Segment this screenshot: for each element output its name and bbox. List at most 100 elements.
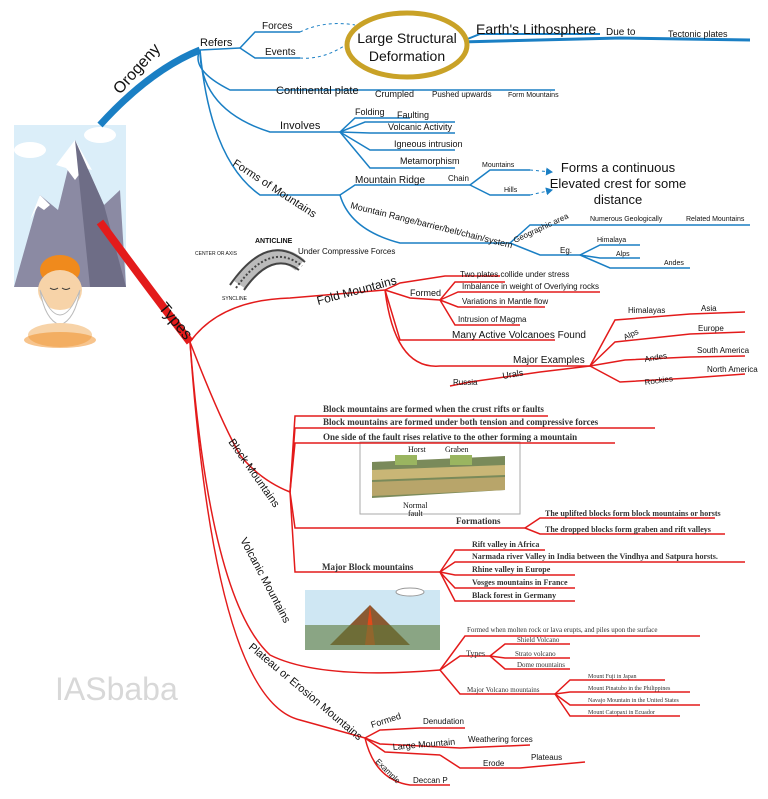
plateau-formed-label: Formed (370, 711, 403, 730)
volcano-major-4: Mount Catopaxi in Ecuador (588, 710, 655, 716)
north-america-label: North America (707, 365, 758, 374)
types-label: Types (155, 300, 195, 344)
central-topic-line1: Large Structural (357, 30, 457, 46)
events-label: Events (265, 47, 296, 58)
volcano-major-1: Mount Fuji in Japan (588, 674, 637, 680)
andes-label: Andes (664, 260, 684, 267)
volcanic-formed: Formed when molten rock or lava erupts, … (467, 626, 658, 634)
types-trunk (96, 219, 194, 345)
mountain-illustration (14, 125, 126, 287)
block-major-5: Black forest in Germany (472, 591, 556, 600)
lithosphere-label: Earth's Lithosphere (476, 21, 596, 37)
crumpled-label: Crumpled (375, 89, 414, 99)
volcano-major-3: Navajo Mountain in the United States (588, 698, 679, 704)
block-mountains-label: Block Mountains (226, 437, 282, 510)
plateaus-label: Plateaus (531, 753, 562, 762)
pushed-label: Pushed upwards (432, 90, 492, 99)
graben-label: Graben (445, 445, 469, 454)
example-label: Example (374, 757, 403, 786)
rockies-label: Rockies (644, 374, 673, 387)
horst-label: Horst (408, 445, 427, 454)
metamorphism-label: Metamorphism (400, 156, 460, 166)
himalaya-label: Himalaya (597, 237, 626, 244)
watermark: IASbaba (55, 671, 178, 707)
horst-graben-image: Horst Graben Normal fault (359, 441, 521, 518)
block-major-4: Vosges mountains in France (472, 578, 568, 587)
refers-label: Refers (200, 37, 233, 49)
fold-formed-1: Two plates collide under stress (460, 270, 569, 279)
asia-label: Asia (701, 304, 717, 313)
crest-line2: Elevated crest for some (550, 176, 687, 191)
tectonic-label: Tectonic plates (668, 29, 728, 39)
involves-label: Involves (280, 120, 321, 132)
volcano-type-3: Dome mountains (517, 661, 565, 669)
formation-1: The uplifted blocks form block mountains… (545, 509, 721, 518)
form-mountains-label: Form Mountains (508, 92, 559, 99)
europe-label: Europe (698, 324, 724, 333)
himalayas-label: Himalayas (628, 306, 665, 315)
urals-label: Urals (502, 367, 525, 381)
major-volcano-label: Major Volcano mountains (467, 686, 540, 694)
fold-formed-label: Formed (410, 288, 441, 298)
center-axis-label: CENTER OR AXIS (195, 251, 238, 257)
fault-label: fault (408, 509, 423, 518)
mountain-ridge-label: Mountain Ridge (355, 175, 425, 186)
volcanic-types-label: Types (466, 649, 485, 658)
normal-label: Normal (403, 501, 428, 510)
folding-label: Folding (355, 107, 385, 117)
central-topic-ring (344, 10, 470, 80)
fold-formed-2: Imbalance in weight of Overlying rocks (462, 282, 599, 291)
volcanic-mountains-label: Volcanic Mountains (237, 536, 292, 626)
large-mountain-label: Large Mountain (392, 737, 455, 752)
weathering-label: Weathering forces (468, 735, 533, 744)
igneous-label: Igneous intrusion (394, 139, 463, 149)
deccan-label: Deccan P (413, 776, 448, 785)
central-topic-line2: Deformation (369, 48, 445, 64)
block-major-1: Rift valley in Africa (472, 540, 539, 549)
many-volcanoes-label: Many Active Volcanoes Found (452, 330, 586, 341)
major-block-label: Major Block mountains (322, 562, 414, 572)
chain-label: Chain (448, 174, 469, 183)
volcano-type-1: Shield Volcano (517, 636, 560, 644)
crest-line3: distance (594, 192, 642, 207)
forms-of-mountains-label: Forms of Mountains (230, 157, 318, 220)
orogeny-trunk (97, 46, 202, 128)
sage-illustration (24, 255, 96, 348)
block-desc-2: Block mountains are formed under both te… (323, 417, 599, 427)
fold-formed-3: Variations in Mantle flow (462, 297, 548, 306)
block-major-3: Rhine valley in Europe (472, 565, 551, 574)
numerous-label: Numerous Geologically (590, 216, 663, 223)
related-label: Related Mountains (686, 216, 745, 223)
continental-label: Continental plate (276, 85, 359, 97)
geographic-label: Geographic area (512, 211, 570, 245)
hills-label: Hills (504, 187, 518, 194)
due-to-label: Due to (606, 27, 636, 38)
mountains-sub-label: Mountains (482, 162, 515, 169)
denudation-label: Denudation (423, 717, 464, 726)
volcano-type-2: Strato volcano (515, 650, 556, 658)
russia-label: Russia (453, 378, 478, 387)
formation-2: The dropped blocks form graben and rift … (545, 525, 711, 534)
south-america-label: South America (697, 346, 750, 355)
under-compressive-label: Under Compressive Forces (298, 247, 395, 256)
formations-label: Formations (456, 516, 501, 526)
anticline-image: ANTICLINE CENTER OR AXIS SYNCLINE (195, 238, 306, 302)
anticline-label: ANTICLINE (255, 238, 293, 245)
block-desc-1: Block mountains are formed when the crus… (323, 404, 544, 414)
volcanic-activity-label: Volcanic Activity (388, 122, 453, 132)
crest-line1: Forms a continuous (561, 160, 676, 175)
erode-label: Erode (483, 759, 505, 768)
volcano-image (305, 587, 440, 650)
volcano-major-2: Mount Pinatubo in the Philippines (588, 686, 671, 692)
block-desc-3: One side of the fault rises relative to … (323, 432, 577, 442)
forces-label: Forces (262, 21, 293, 32)
fold-formed-4: Intrusion of Magma (458, 315, 527, 324)
block-major-2: Narmada river Valley in India between th… (472, 552, 718, 561)
syncline-label: SYNCLINE (222, 296, 248, 302)
alps-label: Alps (616, 251, 630, 258)
fold-andes-label: Andes (644, 351, 668, 364)
eg-label: Eg. (560, 246, 572, 255)
faulting-label: Faulting (397, 110, 429, 120)
major-examples-label: Major Examples (513, 355, 585, 366)
